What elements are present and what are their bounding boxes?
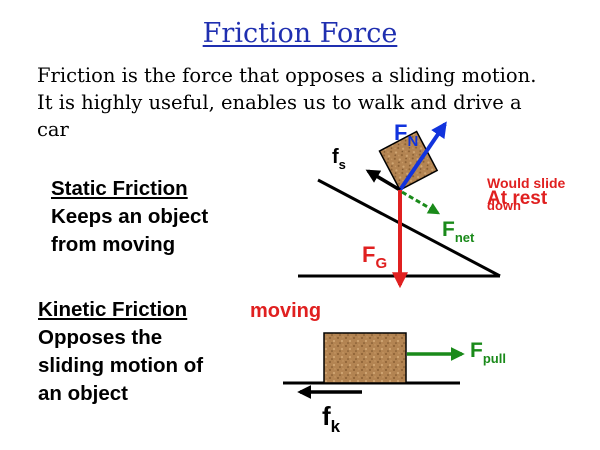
kinetic-friction-heading: Kinetic Friction [38, 298, 188, 321]
flat-group: moving Fpull fk [250, 300, 506, 436]
kinetic-friction-line-1: Opposes the [38, 326, 163, 349]
intro-text: Friction is the force that opposes a sli… [37, 64, 537, 141]
incline-ramp-line [317, 178, 501, 278]
kinetic-friction-label: fk [322, 401, 341, 436]
static-friction-block: Static Friction Keeps an object from mov… [51, 175, 271, 259]
normal-force-arrow [398, 121, 447, 192]
slide-title: Friction Force [202, 18, 398, 49]
gravity-label: FG [362, 242, 387, 272]
at-rest-label: At rest [487, 188, 548, 209]
static-friction-heading: Static Friction [51, 177, 188, 200]
static-friction-label: fs [332, 146, 346, 172]
static-friction-arrow [365, 169, 401, 192]
moving-label: moving [250, 300, 321, 322]
would-slide-label-line2: down [487, 198, 521, 213]
net-force-label: Fnet [442, 218, 475, 245]
incline-group: FN fs Fnet FG Would slide down At rest [298, 120, 566, 289]
flat-block [323, 332, 407, 384]
normal-force-label: FN [394, 120, 418, 150]
static-friction-line-1: Keeps an object [51, 205, 209, 228]
pull-force-label: Fpull [470, 339, 506, 366]
kinetic-friction-line-3: an object [38, 382, 128, 405]
net-force-arrow [401, 190, 441, 215]
static-friction-line-2: from moving [51, 233, 176, 256]
kinetic-friction-line-2: sliding motion of [38, 354, 204, 377]
would-slide-label: Would slide [487, 175, 566, 191]
kinetic-friction-block: Kinetic Friction Opposes the sliding mot… [38, 296, 268, 408]
